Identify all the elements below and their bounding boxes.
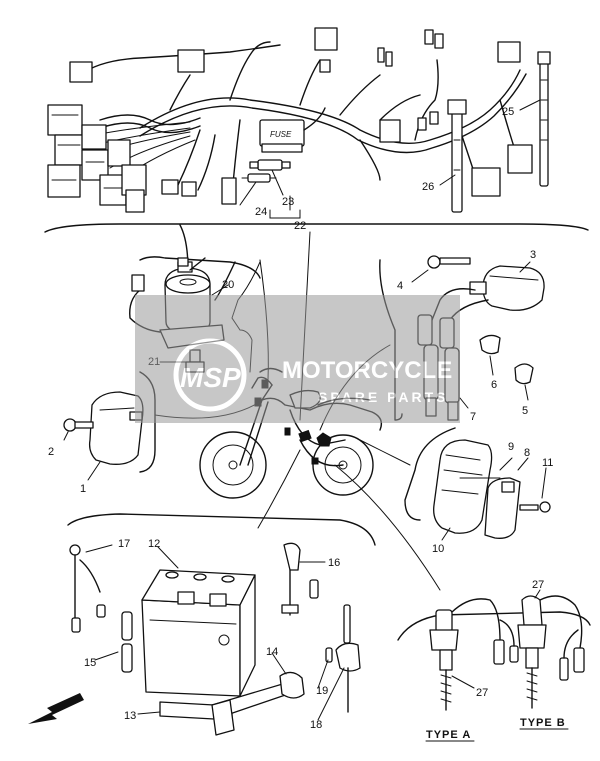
type-a-label: TYPE A — [426, 729, 471, 741]
fuse-24 — [241, 173, 277, 183]
cable-tie-26 — [447, 99, 467, 213]
part-label-22: 22 — [294, 220, 306, 232]
part-label-17: 17 — [118, 538, 130, 550]
part-label-9: 9 — [508, 441, 514, 453]
fuse-box: FUSE — [259, 107, 326, 153]
part-label-16: 16 — [328, 557, 340, 569]
part-label-23: 23 — [282, 196, 294, 208]
part-label-27-type-b: 27 — [532, 579, 544, 591]
part-label-4: 4 — [397, 280, 403, 292]
part-label-18: 18 — [310, 719, 322, 731]
part-label-3: 3 — [530, 249, 536, 261]
type-b-label: TYPE B — [520, 717, 566, 729]
watermark-logo-ring — [173, 338, 247, 412]
part-label-5: 5 — [522, 405, 528, 417]
part-label-1: 1 — [80, 483, 86, 495]
rectifier-regulator-group — [404, 427, 551, 539]
fuse-23 — [249, 159, 291, 171]
part-label-25: 25 — [502, 106, 514, 118]
front-direction-arrow — [28, 693, 84, 724]
main-connector-block — [47, 27, 533, 213]
part-label-12: 12 — [148, 538, 160, 550]
part-label-27-type-a: 27 — [476, 687, 488, 699]
part-label-24: 24 — [255, 206, 267, 218]
part-label-2: 2 — [48, 446, 54, 458]
part-label-11: 11 — [542, 457, 553, 469]
cable-tie-25 — [537, 51, 551, 187]
part-label-8: 8 — [524, 447, 530, 459]
part-label-20: 20 — [222, 279, 234, 291]
neutral-switch-group — [397, 595, 591, 711]
part-label-14: 14 — [266, 646, 278, 658]
watermark: MSP MOTORCYCLE SPARE PARTS — [135, 295, 460, 423]
watermark-line1: MOTORCYCLE — [282, 357, 452, 384]
part-label-15: 15 — [84, 657, 96, 669]
igniter-unit — [63, 391, 144, 465]
part-label-13: 13 — [124, 710, 136, 722]
part-label-6: 6 — [491, 379, 497, 391]
watermark-line2: SPARE PARTS — [318, 389, 449, 405]
part-label-7: 7 — [470, 411, 476, 423]
watermark-logo-text: MSP — [180, 362, 241, 393]
part-label-19: 19 — [316, 685, 328, 697]
part-label-10: 10 — [432, 543, 444, 555]
fuse-box-text: FUSE — [270, 130, 292, 139]
battery-group — [67, 513, 376, 736]
part-label-26: 26 — [422, 181, 434, 193]
